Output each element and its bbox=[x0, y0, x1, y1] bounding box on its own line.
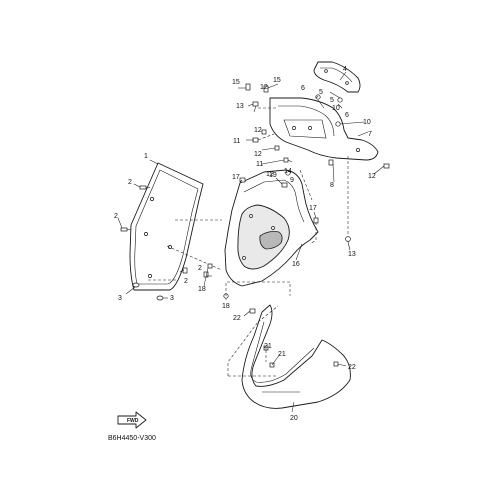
screw-icon bbox=[139, 185, 150, 190]
callout-5: 5 bbox=[330, 97, 334, 104]
callout-19: 19 bbox=[269, 172, 277, 179]
callout-12: 12 bbox=[368, 173, 376, 180]
callout-13: 13 bbox=[236, 103, 244, 110]
windscreen-part[interactable] bbox=[129, 162, 204, 291]
callout-2: 2 bbox=[198, 265, 202, 272]
callout-15: 15 bbox=[273, 77, 281, 84]
callout-2: 2 bbox=[114, 213, 118, 220]
clip-icon bbox=[333, 361, 339, 367]
callout-3: 3 bbox=[170, 295, 174, 302]
callout-4: 4 bbox=[343, 66, 347, 73]
callout-18: 18 bbox=[222, 303, 230, 310]
clip-icon bbox=[239, 177, 246, 183]
callout-10: 10 bbox=[363, 119, 371, 126]
callout-17: 17 bbox=[232, 174, 240, 181]
callout-6: 6 bbox=[301, 85, 305, 92]
callout-9: 9 bbox=[290, 177, 294, 184]
callout-20: 20 bbox=[290, 415, 298, 422]
bolt-icon bbox=[252, 101, 259, 107]
nut-icon bbox=[285, 170, 291, 176]
callout-12: 12 bbox=[260, 84, 268, 91]
bolt-icon bbox=[283, 157, 289, 163]
callout-6: 6 bbox=[345, 112, 349, 119]
callout-15: 15 bbox=[232, 79, 240, 86]
upper-bracket-part[interactable] bbox=[313, 61, 361, 93]
screw-icon bbox=[263, 85, 269, 93]
forward-arrow-icon: FWD bbox=[117, 411, 147, 429]
clip-icon bbox=[207, 263, 213, 269]
callout-8: 8 bbox=[330, 182, 334, 189]
callout-17: 17 bbox=[309, 205, 317, 212]
lower-cover-part[interactable] bbox=[241, 304, 351, 409]
washer-icon bbox=[156, 295, 164, 301]
callout-3: 3 bbox=[118, 295, 122, 302]
nut-icon bbox=[335, 121, 341, 127]
callout-22: 22 bbox=[233, 315, 241, 322]
callout-21: 21 bbox=[278, 351, 286, 358]
callout-16: 16 bbox=[292, 261, 300, 268]
callout-10: 10 bbox=[332, 105, 340, 112]
callout-18: 18 bbox=[198, 286, 206, 293]
dashed-reference-lines bbox=[225, 107, 349, 377]
screw-icon bbox=[249, 308, 256, 314]
clip-icon bbox=[281, 182, 288, 188]
bolt-icon bbox=[274, 145, 280, 151]
callout-12: 12 bbox=[254, 127, 262, 134]
callout-21: 21 bbox=[264, 343, 272, 350]
screw-icon bbox=[120, 227, 131, 232]
callout-13: 13 bbox=[348, 251, 356, 258]
callout-11: 11 bbox=[233, 138, 240, 145]
callout-2: 2 bbox=[184, 278, 188, 285]
callout-11: 11 bbox=[256, 161, 263, 168]
callout-12: 12 bbox=[266, 171, 274, 178]
diagram-code: B6H4450-V300 bbox=[108, 435, 156, 442]
screw-icon bbox=[245, 83, 251, 91]
meter-cover-part[interactable] bbox=[269, 97, 379, 161]
nut-icon bbox=[315, 94, 321, 100]
washer-icon bbox=[132, 282, 140, 288]
nut-icon bbox=[345, 236, 351, 242]
callout-5: 5 bbox=[319, 89, 323, 96]
callout-2: 2 bbox=[128, 179, 132, 186]
callout-14: 14 bbox=[284, 168, 292, 175]
callout-7: 7 bbox=[368, 131, 372, 138]
fwd-label: FWD bbox=[127, 418, 139, 424]
nut-icon bbox=[337, 97, 343, 103]
bolt-icon bbox=[328, 159, 334, 166]
callout-1: 1 bbox=[144, 153, 148, 160]
bolt-icon bbox=[261, 129, 267, 135]
callout-22: 22 bbox=[348, 364, 356, 371]
bolt-icon bbox=[383, 163, 390, 169]
callout-12: 12 bbox=[254, 151, 262, 158]
leader-lines bbox=[117, 71, 385, 413]
part-callouts: 1 2 2 2 2 3 3 4 5 5 6 6 7 8 9 10 10 11 1… bbox=[114, 66, 376, 422]
front-cowl-part[interactable] bbox=[224, 169, 319, 287]
